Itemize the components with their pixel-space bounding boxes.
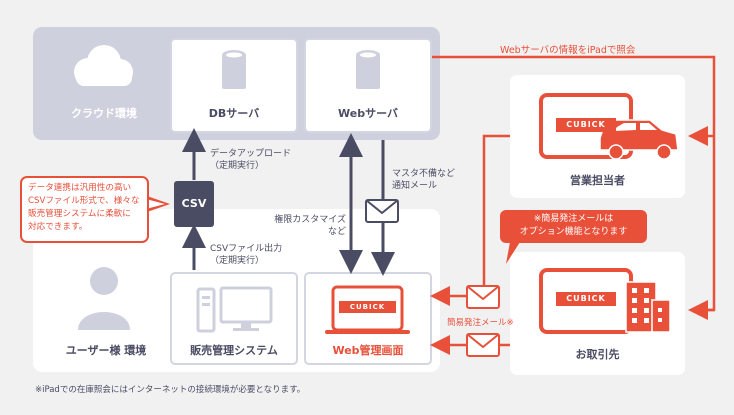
cloud-label: クラウド環境 xyxy=(71,107,137,120)
db-server-label: DBサーバ xyxy=(208,107,260,120)
simple-order-mail-note: 簡易発注メール※ xyxy=(447,318,514,328)
csv-output-note: CSVファイル出力 （定期実行） xyxy=(210,244,283,266)
cloud-icon xyxy=(74,45,133,86)
building-icon xyxy=(625,281,671,333)
csv-file-badge: CSV xyxy=(174,181,214,227)
web-admin-logo: CUBICK xyxy=(339,301,396,313)
laptop-icon xyxy=(325,285,410,334)
master-error-note: マスタ不備など 通知メール xyxy=(392,169,456,191)
db-server-icon xyxy=(222,50,246,89)
order-mail-icon xyxy=(466,333,500,357)
notification-mail-icon xyxy=(365,199,399,223)
sales-rep-label: 営業担当者 xyxy=(570,174,625,187)
user-env-label: ユーザー様 環境 xyxy=(65,344,147,357)
footer-note: ※iPadでの在庫照会にはインターネットの接続環境が必要となります。 xyxy=(35,385,306,395)
data-upload-note: データアップロード （定期実行） xyxy=(210,149,292,171)
ipad-query-note: Webサーバの情報をiPadで照会 xyxy=(500,45,636,56)
option-feature-callout: ※簡易発注メールは オプション機能となります xyxy=(500,210,647,243)
csv-flexibility-callout: データ連携は汎用性の高い CSVファイル形式で、様々な 販売管理システムに柔軟に… xyxy=(20,176,149,243)
permission-custom-note: 権限カスタマイズ など xyxy=(274,215,346,237)
sales-rep-logo: CUBICK xyxy=(556,118,616,132)
order-mail-icon xyxy=(466,285,500,309)
csv-label: CSV xyxy=(181,197,207,210)
sales-system-label: 販売管理システム xyxy=(190,344,278,357)
client-label: お取引先 xyxy=(575,348,620,361)
web-server-icon xyxy=(356,50,380,89)
person-icon xyxy=(78,267,130,330)
client-logo: CUBICK xyxy=(556,292,616,306)
web-server-label: Webサーバ xyxy=(338,107,398,120)
computer-icon xyxy=(196,286,273,333)
web-admin-label: Web管理画面 xyxy=(332,344,404,357)
